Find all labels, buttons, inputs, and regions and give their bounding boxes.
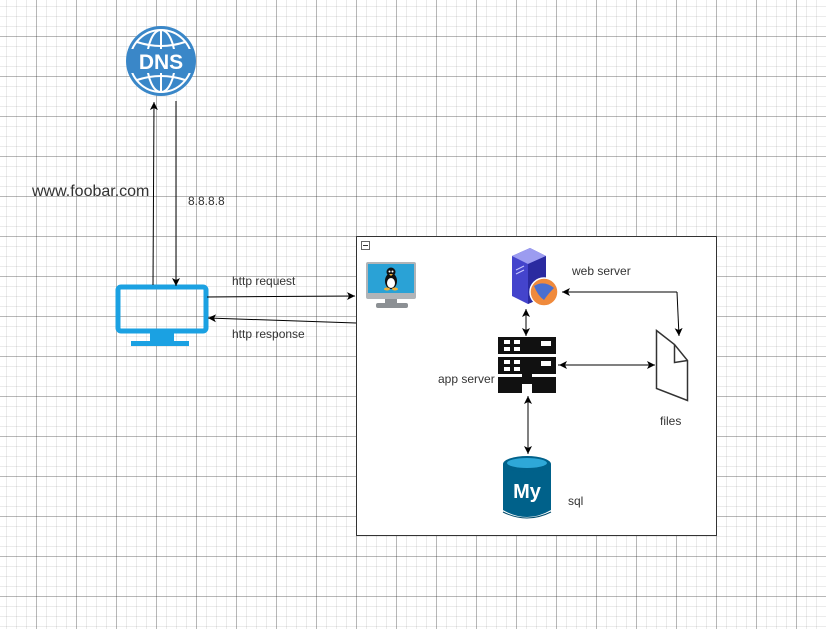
collapse-toggle-icon[interactable] (361, 241, 370, 250)
mysql-database-icon[interactable]: My (502, 456, 552, 519)
edge-client-to-dns[interactable] (149, 101, 158, 286)
web-server-label: web server (572, 264, 631, 278)
app-server-label: app server (438, 372, 495, 386)
linux-vm-icon[interactable] (366, 262, 416, 308)
dns-icon-text: DNS (139, 51, 183, 74)
http-request-label: http request (232, 274, 296, 288)
http-response-label: http response (232, 327, 305, 341)
mysql-icon-text: My (513, 481, 542, 503)
edge-http-response[interactable] (207, 314, 357, 324)
files-label: files (660, 414, 682, 428)
sql-label: sql (568, 494, 584, 508)
monitor-icon[interactable] (115, 284, 209, 346)
web-server-icon[interactable] (512, 248, 559, 307)
edge-http-request[interactable] (206, 292, 356, 301)
ip-address-label: 8.8.8.8 (188, 194, 225, 208)
edge-web-server-to-files[interactable] (674, 291, 683, 337)
domain-label: www.foobar.com (32, 183, 150, 200)
dns-globe-icon[interactable]: DNS (126, 26, 196, 96)
file-icon[interactable] (655, 328, 689, 402)
app-server-rack-icon[interactable] (498, 337, 556, 393)
